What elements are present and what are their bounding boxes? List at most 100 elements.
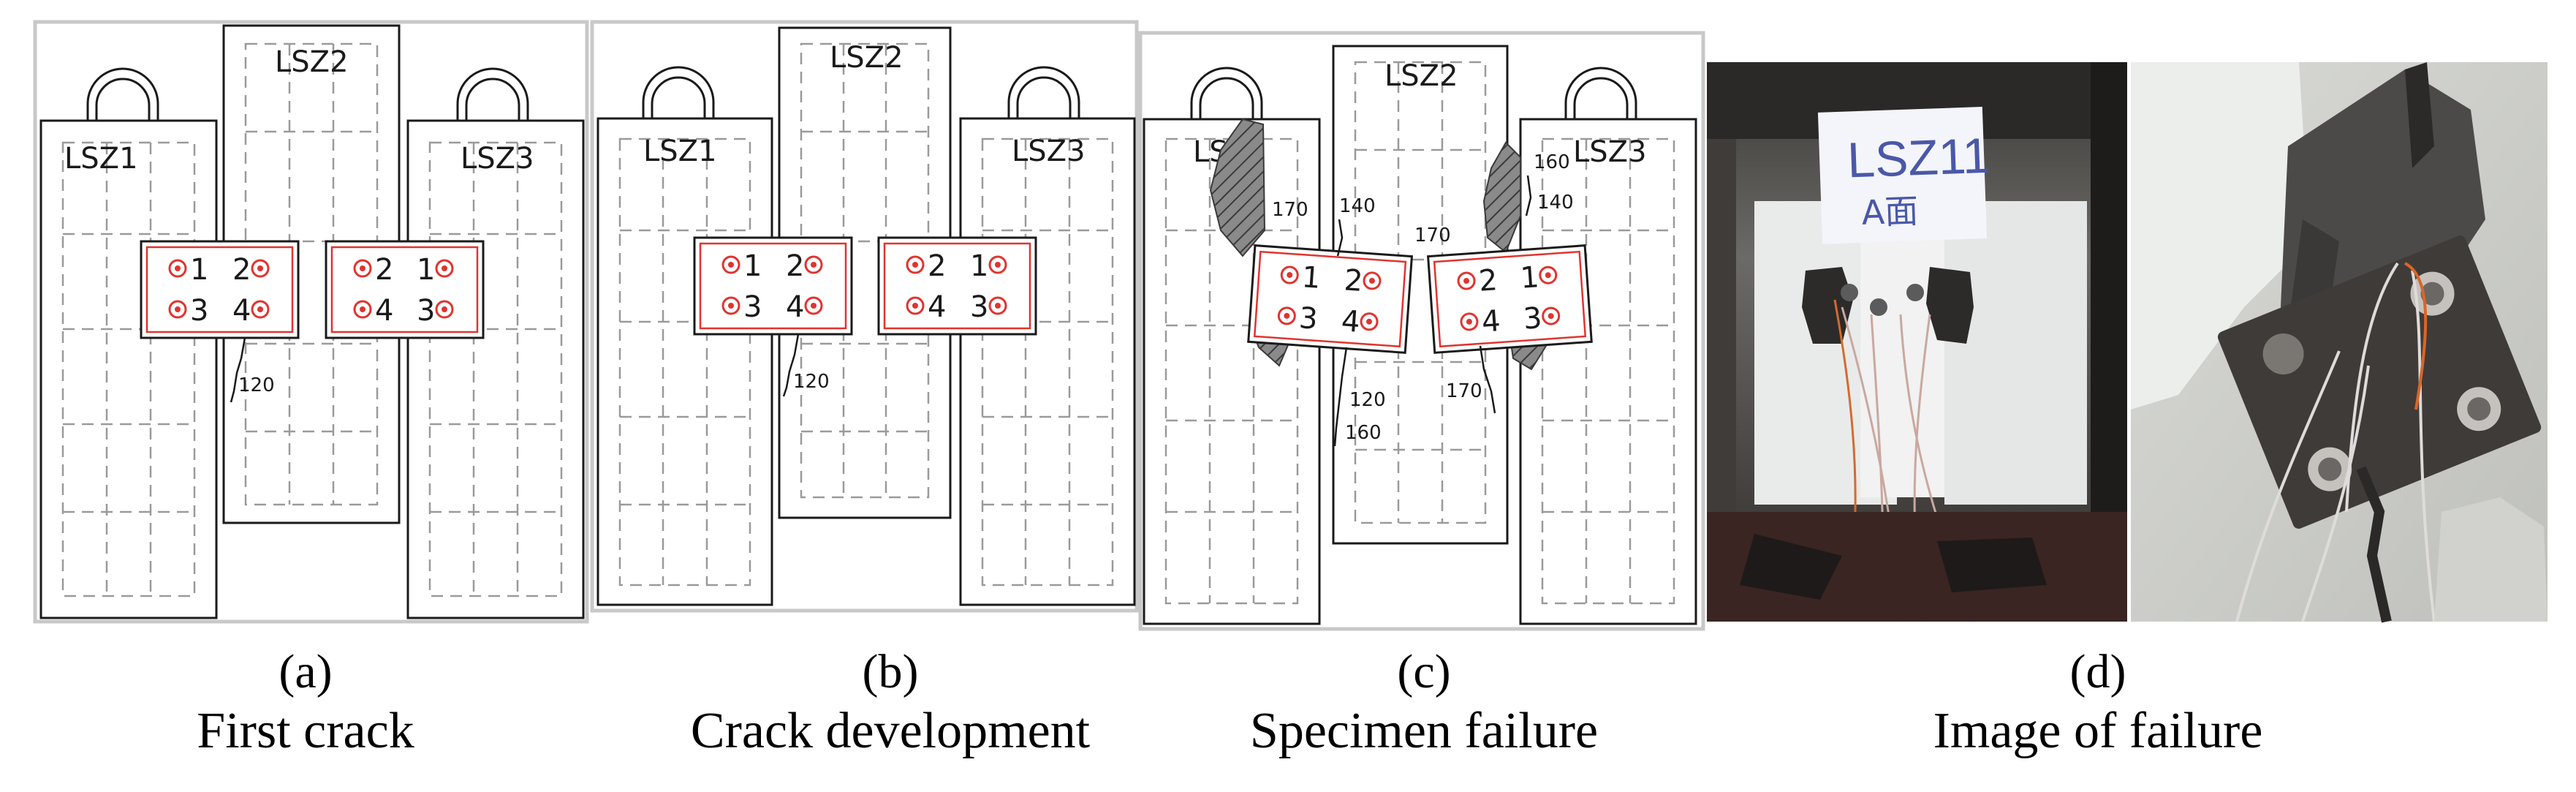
crack-label: 170 xyxy=(1414,225,1451,246)
panel-b-letter: (b) xyxy=(862,645,919,698)
bolt xyxy=(1360,312,1379,331)
lifting-hook xyxy=(1190,67,1263,119)
bolt xyxy=(1277,306,1296,325)
lifting-hook-inner xyxy=(1573,77,1629,119)
lifting-hook xyxy=(456,67,529,121)
connector-plate-right: 2 1 4 3 xyxy=(877,236,1037,336)
panel-b-caption: Crack development xyxy=(690,703,1091,759)
crack-line xyxy=(1336,219,1344,257)
bolt-number: 4 xyxy=(786,290,804,324)
panel-c-drawing: LSZ1 LSZ3 LSZ2 1 2 xyxy=(1138,31,1705,631)
bolt-number: 4 xyxy=(232,294,251,328)
bolt-number: 1 xyxy=(1300,260,1322,295)
bolt xyxy=(804,296,823,315)
specimen-outline xyxy=(1519,118,1697,625)
bolt-number: 3 xyxy=(1298,301,1319,336)
bolt-number: 3 xyxy=(417,294,435,328)
lifting-hook xyxy=(642,66,715,118)
connector-plate-left: 1 2 3 4 xyxy=(1247,244,1414,354)
specimen-outline xyxy=(959,117,1136,606)
crack-line xyxy=(1525,175,1532,216)
label-card-subtext: A面 xyxy=(1861,191,1919,233)
panel-a-drawing: LSZ1 LSZ3 LSZ2 1 2 3 xyxy=(33,20,589,624)
rebar-lines xyxy=(63,143,194,596)
crack-trace xyxy=(2356,466,2392,623)
steel-connector-plate xyxy=(2217,235,2542,529)
bolt-number: 1 xyxy=(970,249,988,283)
rebar-cage xyxy=(61,141,196,597)
panel-frame xyxy=(1138,31,1705,631)
panel-frame xyxy=(33,20,589,624)
lifting-hook-inner xyxy=(1016,76,1072,118)
lifting-hook-inner xyxy=(95,78,151,121)
strain-gauge-wires xyxy=(1841,306,1975,622)
panel-c-caption: Specimen failure xyxy=(1249,703,1599,759)
crack-label: 140 xyxy=(1537,192,1574,214)
bolt-number: 3 xyxy=(190,294,208,328)
panel-d-photos: LSZ11 A面 xyxy=(1707,62,2547,623)
bolt-number: 1 xyxy=(1519,260,1540,295)
bolt xyxy=(1542,306,1561,325)
specimen-lsz1: LSZ1 xyxy=(39,67,218,619)
bolt-number: 2 xyxy=(786,249,804,283)
bolt xyxy=(353,259,372,278)
crack-label: 170 xyxy=(1272,199,1308,221)
crack-label: 160 xyxy=(1534,151,1570,173)
bolt xyxy=(1363,271,1382,290)
specimen-label: LSZ3 xyxy=(1012,135,1086,168)
bolt-number: 2 xyxy=(375,253,393,287)
specimen-block-right xyxy=(1944,201,2087,505)
specimen-lsz1: LSZ1 xyxy=(596,66,773,606)
rebar-cage xyxy=(618,137,751,587)
bolt xyxy=(1280,265,1299,284)
specimen-label: LSZ2 xyxy=(275,45,349,79)
lifting-hook-inner xyxy=(1199,77,1254,119)
panel-b-drawing: LSZ1 LSZ3 LSZ2 1 2 3 4 xyxy=(590,20,1139,613)
bolt-number: 3 xyxy=(970,290,988,324)
crack-line xyxy=(230,337,246,403)
specimen-label-card xyxy=(1817,107,1988,244)
panel-frame xyxy=(590,20,1139,613)
rebar-cage xyxy=(981,137,1114,587)
rebar-lines xyxy=(1542,139,1674,603)
bolt xyxy=(435,300,454,319)
bolt xyxy=(1457,271,1476,290)
bolt xyxy=(906,255,925,274)
lifting-hook-inner xyxy=(651,76,706,118)
bolt xyxy=(1539,265,1558,284)
crack-label: 120 xyxy=(238,374,275,396)
bolt-number: 4 xyxy=(375,294,393,328)
photo-plate-closeup xyxy=(2131,62,2547,623)
crack-label: 120 xyxy=(793,371,830,393)
bolt xyxy=(435,259,454,278)
rebar-cage xyxy=(428,141,563,597)
specimen-outline xyxy=(406,119,585,619)
bolt-number: 3 xyxy=(1522,301,1543,336)
crack-line xyxy=(1479,345,1496,414)
bolt-number: 2 xyxy=(928,249,946,283)
connector-plate-right: 2 1 4 3 xyxy=(1426,244,1593,354)
bolt-number: 4 xyxy=(1340,304,1361,339)
specimen-label: LSZ2 xyxy=(1384,59,1458,93)
specimen-lsz3: LSZ3 xyxy=(406,67,585,619)
connector-plate-right: 2 1 4 3 xyxy=(325,240,485,339)
lifting-hook xyxy=(1564,67,1637,119)
spalling-zone xyxy=(1209,118,1266,257)
panel-c-letter: (c) xyxy=(1397,645,1451,698)
spalled-zone xyxy=(1926,267,1974,344)
bolt-number: 4 xyxy=(1480,304,1501,339)
connector-plate-left: 1 2 3 4 xyxy=(693,236,853,336)
bolt xyxy=(804,255,823,274)
bolt-number: 4 xyxy=(928,290,946,324)
strain-gauge-wires xyxy=(2235,262,2436,622)
rebar-lines xyxy=(801,44,928,497)
specimen-lsz3: LSZ3 xyxy=(1519,67,1697,625)
bolt xyxy=(251,300,270,319)
bolt-number: 1 xyxy=(190,253,208,287)
specimen-label: LSZ2 xyxy=(830,41,904,75)
bolt xyxy=(168,300,187,319)
bolt-number: 2 xyxy=(232,253,251,287)
crack-line xyxy=(1333,347,1348,447)
rebar-lines xyxy=(430,143,561,596)
